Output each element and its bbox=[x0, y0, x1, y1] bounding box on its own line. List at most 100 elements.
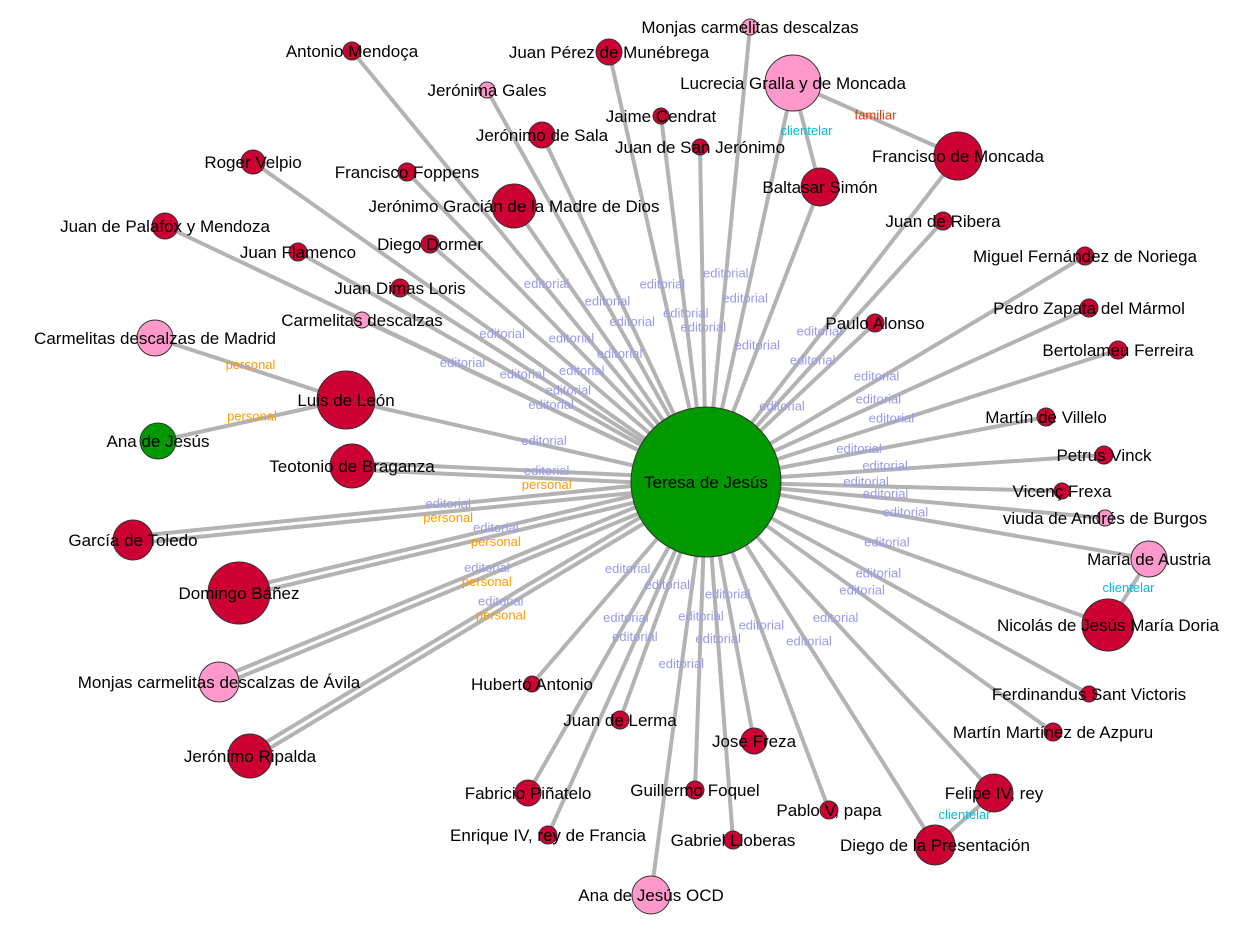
node-monjas-carmelitas-descalzas-de-avila[interactable] bbox=[198, 661, 240, 703]
node-label: Gabriel Lloberas bbox=[671, 831, 796, 850]
node-label: Teotonio de Braganza bbox=[269, 457, 435, 476]
node-luis-de-leon[interactable] bbox=[316, 370, 376, 430]
edge-editorial bbox=[297, 250, 707, 484]
node-garcia-de-toledo[interactable] bbox=[112, 519, 154, 561]
node-label: Huberto Antonio bbox=[471, 675, 593, 694]
node-label: Jerónimo Gracián de la Madre de Dios bbox=[368, 197, 659, 216]
node-label: Juan de San Jerónimo bbox=[615, 138, 785, 157]
node-monjas-carmelitas-descalzas[interactable] bbox=[741, 18, 759, 36]
node-petrus-vinck[interactable] bbox=[1094, 445, 1114, 465]
node-label: Juan de Palafox y Mendoza bbox=[60, 217, 270, 236]
node-label: Jerónimo Ripalda bbox=[184, 747, 317, 766]
edge-label-editorial: editorial bbox=[722, 290, 768, 305]
node-maria-de-austria[interactable] bbox=[1130, 540, 1168, 578]
edge-label-editorial: editorial bbox=[425, 496, 471, 511]
node-felipe-iv-rey[interactable] bbox=[974, 773, 1014, 813]
node-paulo-alonso[interactable] bbox=[865, 313, 885, 333]
node-teotonio-de-braganza[interactable] bbox=[329, 443, 375, 489]
node-baltasar-simon[interactable] bbox=[800, 167, 840, 207]
node-jose-freza[interactable] bbox=[740, 727, 768, 755]
edge-label-personal: personal bbox=[423, 510, 473, 525]
edge-label-editorial: editorial bbox=[585, 294, 631, 309]
edge-label-editorial: editorial bbox=[473, 520, 519, 535]
edge-label-editorial: editorial bbox=[759, 398, 805, 413]
edge-label-editorial: editorial bbox=[663, 305, 709, 320]
edge-label-editorial: editorial bbox=[645, 577, 691, 592]
edge-editorial bbox=[350, 49, 708, 484]
node-jaime-cendrat[interactable] bbox=[652, 107, 670, 125]
node-label: Monjas carmelitas descalzas de Ávila bbox=[78, 673, 361, 692]
edge-label-editorial: editorial bbox=[478, 593, 524, 608]
edge-label-editorial: editorial bbox=[479, 326, 525, 341]
node-carmelitas-descalzas[interactable] bbox=[353, 311, 371, 329]
edge-label-personal: personal bbox=[226, 357, 276, 372]
edge-editorial bbox=[704, 26, 752, 483]
node-vicenc-frexa[interactable] bbox=[1053, 482, 1071, 500]
node-antonio-mendoca[interactable] bbox=[342, 41, 362, 61]
node-gabriel-lloberas[interactable] bbox=[723, 830, 743, 850]
node-label: Bertolameu Ferreira bbox=[1042, 341, 1194, 360]
node-jeronimo-de-sala[interactable] bbox=[528, 121, 556, 149]
edge-personal bbox=[247, 477, 706, 755]
node-diego-dormer[interactable] bbox=[420, 234, 440, 254]
node-label: Paulo Alonso bbox=[825, 314, 924, 333]
node-pedro-zapata-del-marmol[interactable] bbox=[1079, 298, 1099, 318]
edge-label-editorial: editorial bbox=[609, 314, 655, 329]
node-miguel-fernandez-de-noriega[interactable] bbox=[1075, 246, 1095, 266]
node-ferdinandus-sant-victoris[interactable] bbox=[1080, 685, 1098, 703]
node-juan-de-san-jeronimo[interactable] bbox=[691, 138, 709, 156]
edge-editorial bbox=[133, 483, 707, 546]
edge-label-editorial: editorial bbox=[836, 441, 882, 456]
node-bertolameu-ferreira[interactable] bbox=[1108, 340, 1128, 360]
node-viuda-de-andres-de-burgos[interactable] bbox=[1096, 509, 1114, 527]
node-label: Luis de León bbox=[297, 391, 394, 410]
edge-personal bbox=[216, 476, 706, 681]
node-juan-flamenco[interactable] bbox=[288, 242, 308, 262]
node-juan-de-ribera[interactable] bbox=[933, 211, 953, 231]
node-label: Enrique IV, rey de Francia bbox=[450, 826, 646, 845]
node-label: Baltasar Simón bbox=[762, 178, 877, 197]
node-juan-de-palafox-y-mendoza[interactable] bbox=[151, 212, 179, 240]
node-martin-de-villelo[interactable] bbox=[1036, 407, 1056, 427]
node-label: Jerónimo de Sala bbox=[476, 126, 609, 145]
node-roger-velpio[interactable] bbox=[240, 149, 266, 175]
node-label: Martín Martínez de Azpuru bbox=[953, 723, 1153, 742]
node-ana-de-jesus-ocd[interactable] bbox=[631, 875, 671, 915]
node-pablo-v-papa[interactable] bbox=[819, 800, 839, 820]
node-juan-de-lerma[interactable] bbox=[610, 710, 630, 730]
node-nicolas-de-jesus-maria-doria[interactable] bbox=[1081, 598, 1135, 652]
node-label: Martín de Villelo bbox=[985, 408, 1107, 427]
edge-label-editorial: editorial bbox=[640, 277, 686, 292]
node-juan-dimas-loris[interactable] bbox=[390, 278, 410, 298]
node-martin-martinez-de-azpuru[interactable] bbox=[1043, 722, 1063, 742]
node-fabricio-pinatelo[interactable] bbox=[514, 779, 542, 807]
node-francisco-de-moncada[interactable] bbox=[933, 131, 983, 181]
node-teresa-de-jesus[interactable] bbox=[630, 406, 782, 558]
nodes-layer bbox=[112, 18, 1168, 915]
node-huberto-antonio[interactable] bbox=[523, 675, 541, 693]
edge-label-editorial: editorial bbox=[856, 565, 902, 580]
node-label: Monjas carmelitas descalzas bbox=[641, 18, 858, 37]
node-carmelitas-descalzas-de-madrid[interactable] bbox=[136, 319, 174, 357]
node-domingo-banez[interactable] bbox=[207, 561, 271, 625]
node-label: Felipe IV, rey bbox=[945, 784, 1044, 803]
edge-label-editorial: editorial bbox=[813, 610, 859, 625]
node-jeronima-gales[interactable] bbox=[478, 81, 496, 99]
node-ana-de-jesus[interactable] bbox=[139, 422, 177, 460]
node-label: Carmelitas descalzas de Madrid bbox=[34, 329, 276, 348]
node-lucrecia-gralla-y-de-moncada[interactable] bbox=[764, 54, 822, 112]
node-jeronimo-gracian-de-la-madre-de-dios[interactable] bbox=[491, 183, 537, 229]
edge-label-editorial: editorial bbox=[883, 505, 929, 520]
edge-label-editorial: editorial bbox=[856, 392, 902, 407]
edge-label-editorial: editorial bbox=[612, 629, 658, 644]
node-label: Juan Dimas Loris bbox=[334, 279, 465, 298]
node-jeronimo-ripalda[interactable] bbox=[227, 733, 273, 779]
node-juan-perez-de-munebrega[interactable] bbox=[595, 38, 623, 66]
node-enrique-iv-rey-de-francia[interactable] bbox=[538, 825, 558, 845]
node-diego-de-la-presentacion[interactable] bbox=[914, 824, 956, 866]
node-francisco-foppens[interactable] bbox=[397, 162, 417, 182]
node-label: Francisco de Moncada bbox=[872, 147, 1045, 166]
node-label: Carmelitas descalzas bbox=[281, 311, 443, 330]
node-guillermo-foquel[interactable] bbox=[685, 780, 705, 800]
